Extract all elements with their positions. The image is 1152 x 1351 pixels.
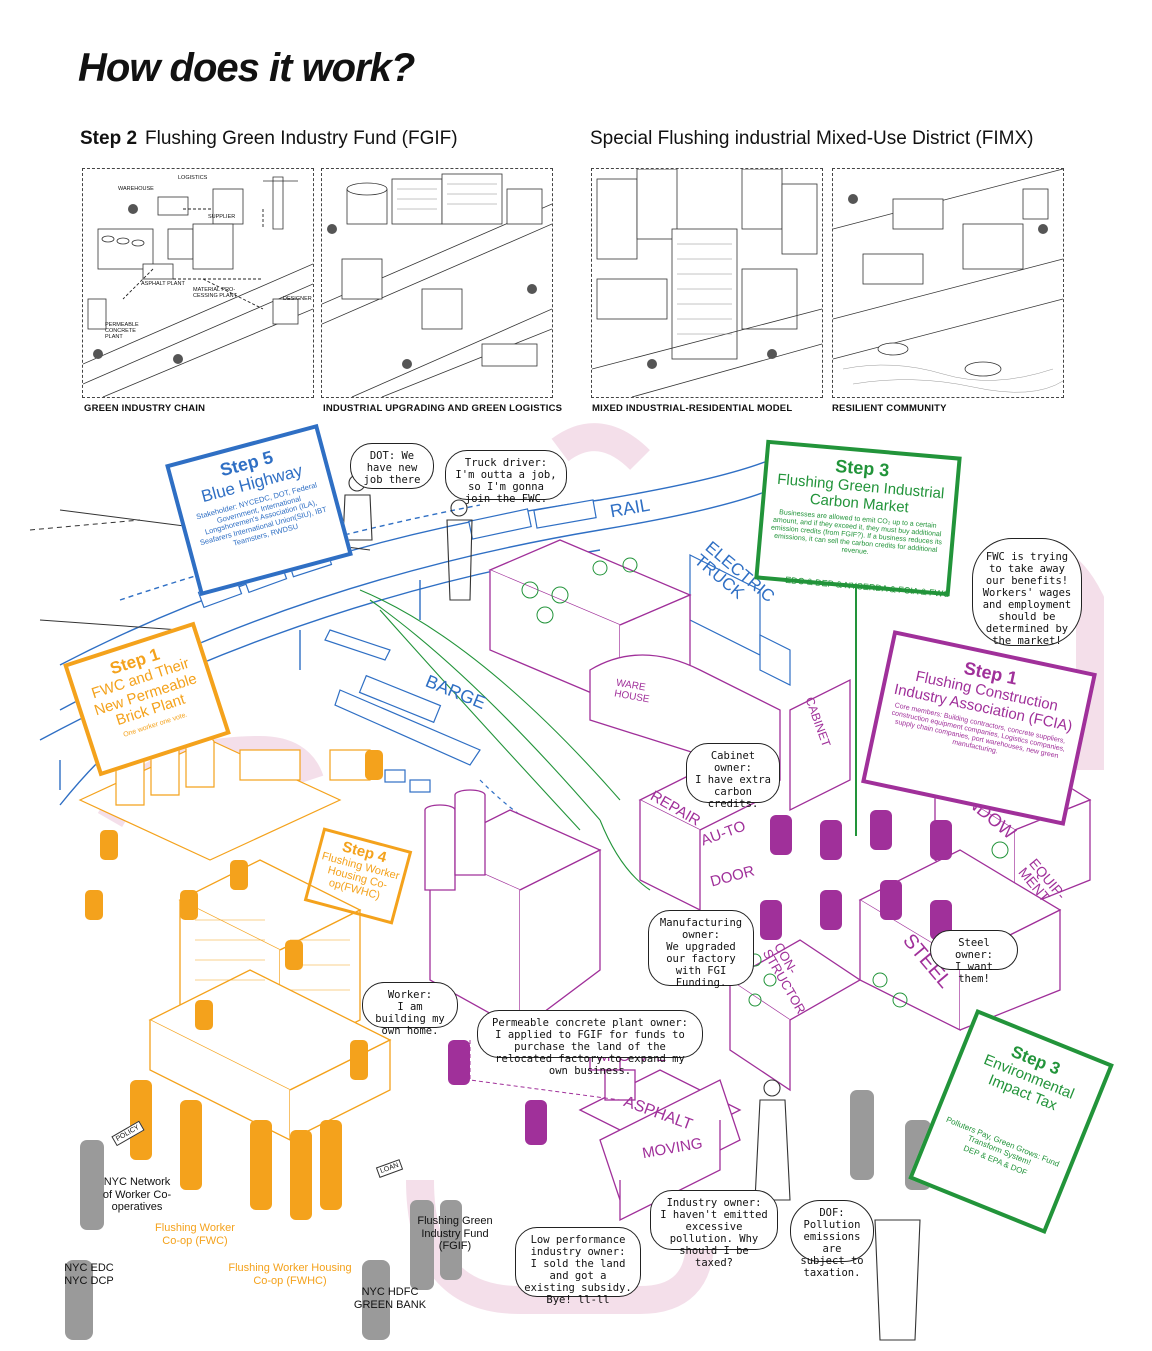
bubble-low-performance: Low performance industry owner:I sold th… (515, 1227, 641, 1306)
label-nyc-edc: NYC EDC NYC DCP (64, 1262, 114, 1287)
label-nyc-network: NYC Network of Worker Co-operatives (102, 1176, 172, 1214)
bubble-cabinet-speaker: Cabinet owner: (710, 750, 756, 775)
panel-1-illustration (83, 176, 313, 397)
label-permeable-concrete: PERMEABLE CONCRETE PLANT (105, 322, 139, 340)
panel-resilient-community (832, 168, 1064, 398)
scene-illustration (29, 423, 1104, 1341)
label-fwhc: Flushing Worker Housing Co-op (FWHC) (228, 1262, 352, 1287)
bubble-dot-speaker: DOT: (369, 450, 396, 462)
bubble-low-speaker: Low performance industry owner: (530, 1234, 626, 1259)
bubble-industry-owner: Industry owner:I haven't emitted excessi… (650, 1190, 778, 1269)
panel-3-illustration (592, 169, 822, 397)
housing-windows (195, 919, 350, 991)
bubble-industry-speaker: Industry owner: (666, 1197, 762, 1209)
label-logistics: LOGISTICS (178, 175, 208, 181)
electric-truck (689, 554, 791, 686)
caption-panel-4: RESILIENT COMMUNITY (832, 403, 947, 414)
fimx-heading: Special Flushing industrial Mixed-Use Di… (590, 128, 1034, 149)
bubble-worker: Worker:I am building my own home. (362, 982, 458, 1037)
bubble-dof-speaker: DOF: (819, 1207, 845, 1219)
trees (521, 557, 1009, 1008)
label-designer: DESIGNER (283, 296, 312, 302)
bubble-worker-speaker: Worker: (387, 989, 433, 1001)
carbon-sign-post (855, 584, 857, 836)
page-title: How does it work? (78, 46, 415, 90)
bubble-dof: DOF:Pollution emissions are subject to t… (790, 1200, 874, 1279)
bubble-cabinet-text: I have extra carbon credits. (695, 774, 771, 811)
panel-mixed-industrial (591, 168, 823, 398)
bubble-manufacturing-text: We upgraded our factory with FGI Funding… (666, 941, 736, 990)
bubble-truck-speaker: Truck driver: (464, 457, 548, 469)
bubble-dof-text: Pollution emissions are subject to taxat… (800, 1219, 864, 1280)
bubble-steel-speaker: Steel owner: (955, 937, 993, 962)
bubble-dot: DOT: We have new job there (350, 443, 434, 489)
bubble-industry-text: I haven't emitted excessive pollution. W… (660, 1209, 768, 1270)
bubble-truck-text: I'm outta a job, so I'm gonna join the F… (455, 469, 557, 506)
step2-heading: Step 2 Flushing Green Industry Fund (FGIF… (80, 128, 458, 150)
label-material-processing: MATERIAL PRO-CESSING PLANT (193, 287, 238, 299)
train (197, 499, 597, 609)
meeting-figures (448, 810, 952, 1145)
label-fgif: Flushing Green Industry Fund (FGIF) (417, 1215, 493, 1253)
step2-number: Step 2 (80, 128, 138, 149)
panel-industrial-upgrading (321, 168, 553, 398)
caption-panel-2: INDUSTRIAL UPGRADING AND GREEN LOGISTICS (323, 403, 563, 414)
bubble-manufacturing: Manufacturing owner:We upgraded our fact… (648, 910, 754, 990)
bubble-permeable-owner: Permeable concrete plant owner:I applied… (477, 1010, 703, 1077)
bubble-permeable-text: I applied to FGIF for funds to purchase … (495, 1029, 685, 1078)
gray-figures (65, 1090, 931, 1340)
bubble-steel-text: I want them! (955, 961, 993, 986)
bubble-truck-driver: Truck driver: I'm outta a job, so I'm go… (445, 450, 567, 505)
caption-panel-1: GREEN INDUSTRY CHAIN (84, 403, 206, 414)
bubble-market: FWC is trying to take away our benefits!… (972, 538, 1082, 648)
bubble-cabinet-owner: Cabinet owner:I have extra carbon credit… (686, 743, 780, 810)
bubble-permeable-speaker: Permeable concrete plant owner: (492, 1017, 688, 1029)
purple-industry (424, 539, 1092, 1222)
orange-workers (85, 750, 383, 1220)
bubble-low-text: I sold the land and got a existing subsi… (524, 1258, 632, 1307)
panel-4-illustration (833, 169, 1063, 393)
label-asphalt: ASPHALT PLANT (141, 281, 185, 287)
label-warehouse: WAREHOUSE (118, 186, 154, 192)
bubble-worker-text: I am building my own home. (375, 1001, 445, 1038)
green-lines (359, 589, 651, 891)
label-nyc-hdfc: NYC HDFC GREEN BANK (353, 1286, 427, 1311)
bubble-dot-text: We have new job there (363, 450, 421, 487)
bubble-market-text: FWC is trying to take away our benefits!… (982, 551, 1072, 648)
panel-green-industry-chain: LOGISTICS WAREHOUSE SUPPLIER ASPHALT PLA… (82, 168, 314, 398)
sign-carbon-market: Step 3 Flushing Green Industrial Carbon … (754, 439, 962, 597)
label-fwc: Flushing Worker Co-op (FWC) (155, 1222, 235, 1247)
panel-2-illustration (322, 173, 552, 397)
bubble-manufacturing-speaker: Manufacturing owner: (659, 917, 743, 942)
step2-name: Flushing Green Industry Fund (FGIF) (145, 128, 458, 149)
caption-panel-3: MIXED INDUSTRIAL-RESIDENTIAL MODEL (592, 403, 793, 414)
bubble-steel-owner: Steel owner:I want them! (930, 930, 1018, 985)
label-supplier: SUPPLIER (208, 214, 236, 220)
